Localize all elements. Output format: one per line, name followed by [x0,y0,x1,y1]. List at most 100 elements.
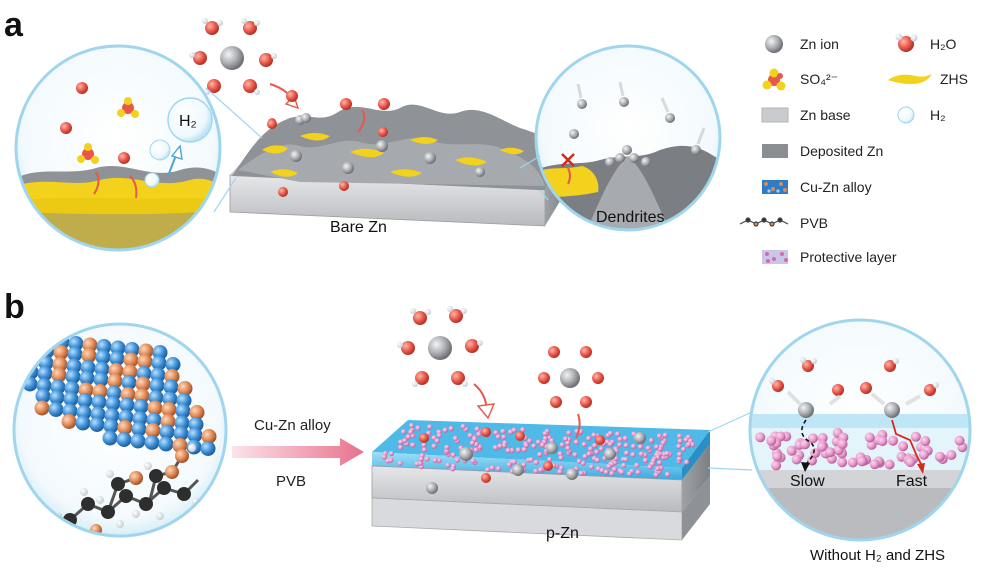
protective-particle [662,432,668,438]
protective-particle [495,434,501,440]
alloy-atom [81,348,97,363]
protective-particle [460,423,466,429]
protective-particle [594,457,601,463]
protective-particle [630,443,637,449]
protective-particle [592,442,598,449]
protective-particle [626,471,633,477]
protective-particle [621,462,627,468]
legend-h2o: H₂O [930,36,957,52]
protective-particle [603,469,609,475]
protective-particle [591,432,597,438]
bare-zn-slab [229,104,568,227]
protective-particle [609,470,615,476]
alloy-atom [159,424,175,440]
hydrated-zn-cluster-b2 [538,346,604,408]
protective-particle [408,429,414,435]
protective-particle [622,435,629,441]
alloy-atom [135,376,151,392]
protective-particle [501,443,507,449]
alloy-atom [91,394,107,410]
alloy-atom [67,346,83,362]
p-zn-slab [371,420,710,541]
protective-particle [485,467,491,473]
protective-particle [493,430,499,436]
protective-particle [444,444,450,450]
protective-particle [677,433,683,439]
protective-particle [766,435,777,446]
watermark-text: 大数跨境 [44,559,100,575]
legend-protective-layer: Protective layer [800,249,897,265]
alloy-atom [37,366,53,381]
protective-particle [954,435,965,446]
alloy-atom [187,427,203,443]
protective-particle [615,431,621,437]
protective-particle [448,425,454,432]
alloy-atom [35,388,51,404]
protective-particle [934,451,945,462]
alloy-atom [61,414,77,429]
protective-particle [450,466,456,472]
alloy-atom [175,403,191,419]
protective-particle [501,434,507,440]
watermark-logo-icon [8,558,24,574]
alloy-atom [65,369,81,384]
alloy-atom [158,436,174,452]
zoom-bubble-hydrogen-evolution: H₂ [14,44,222,252]
hydrated-zn-cluster-a [189,18,277,95]
legend-pvb-icon [739,217,789,227]
dendrites-label: Dendrites [596,209,664,226]
protective-particle [505,447,511,454]
protective-particle [786,445,797,456]
protective-particle [645,445,651,451]
protective-particle [607,430,614,436]
protective-particle [431,443,437,449]
protective-particle [918,449,929,460]
protective-particle [520,427,526,433]
bare-zn-label: Bare Zn [330,219,387,236]
protective-particle [594,449,600,455]
protective-particle [660,440,666,446]
protective-particle [415,425,421,431]
protective-particle [558,455,564,461]
protective-particle [810,448,821,459]
zoom-bubble-cuzn-alloy [12,322,228,538]
alloy-atom [147,400,163,416]
zoom-bubble-protective-layer: Slow Fast [748,318,972,542]
protective-particle [817,441,827,452]
protective-particle [421,447,427,453]
protective-particle [664,450,670,456]
protective-particle [825,447,836,458]
protective-particle [656,433,663,439]
legend-cuzn-alloy: Cu-Zn alloy [800,179,872,195]
alloy-atom [34,400,50,416]
protective-particle [648,437,655,444]
alloy-atom [177,381,193,396]
alloy-atom [165,357,181,372]
protective-particle [427,424,433,430]
protective-particle [837,457,848,468]
protective-particle [676,456,682,462]
protective-particle [623,456,629,462]
alloy-atom [77,393,93,408]
protective-particle [578,470,584,476]
protective-particle [771,460,782,471]
protective-particle [467,432,473,438]
protective-particle [547,456,553,462]
alloy-atom [105,396,121,411]
protective-particle [445,462,451,468]
protective-particle [869,459,880,470]
watermark: 大数跨境 [8,558,100,575]
alloy-atom [123,352,139,368]
protective-particle [617,442,623,448]
protective-particle [637,444,644,450]
protective-particle [450,452,456,458]
protective-particle [421,442,427,448]
legend-zhs-icon [888,74,932,84]
legend-h2o-icon [895,33,918,52]
protective-particle [624,450,630,456]
protective-particle [642,457,649,463]
alloy-atom [49,390,65,405]
alloy-atom [137,354,153,369]
alloy-atom [107,373,123,389]
